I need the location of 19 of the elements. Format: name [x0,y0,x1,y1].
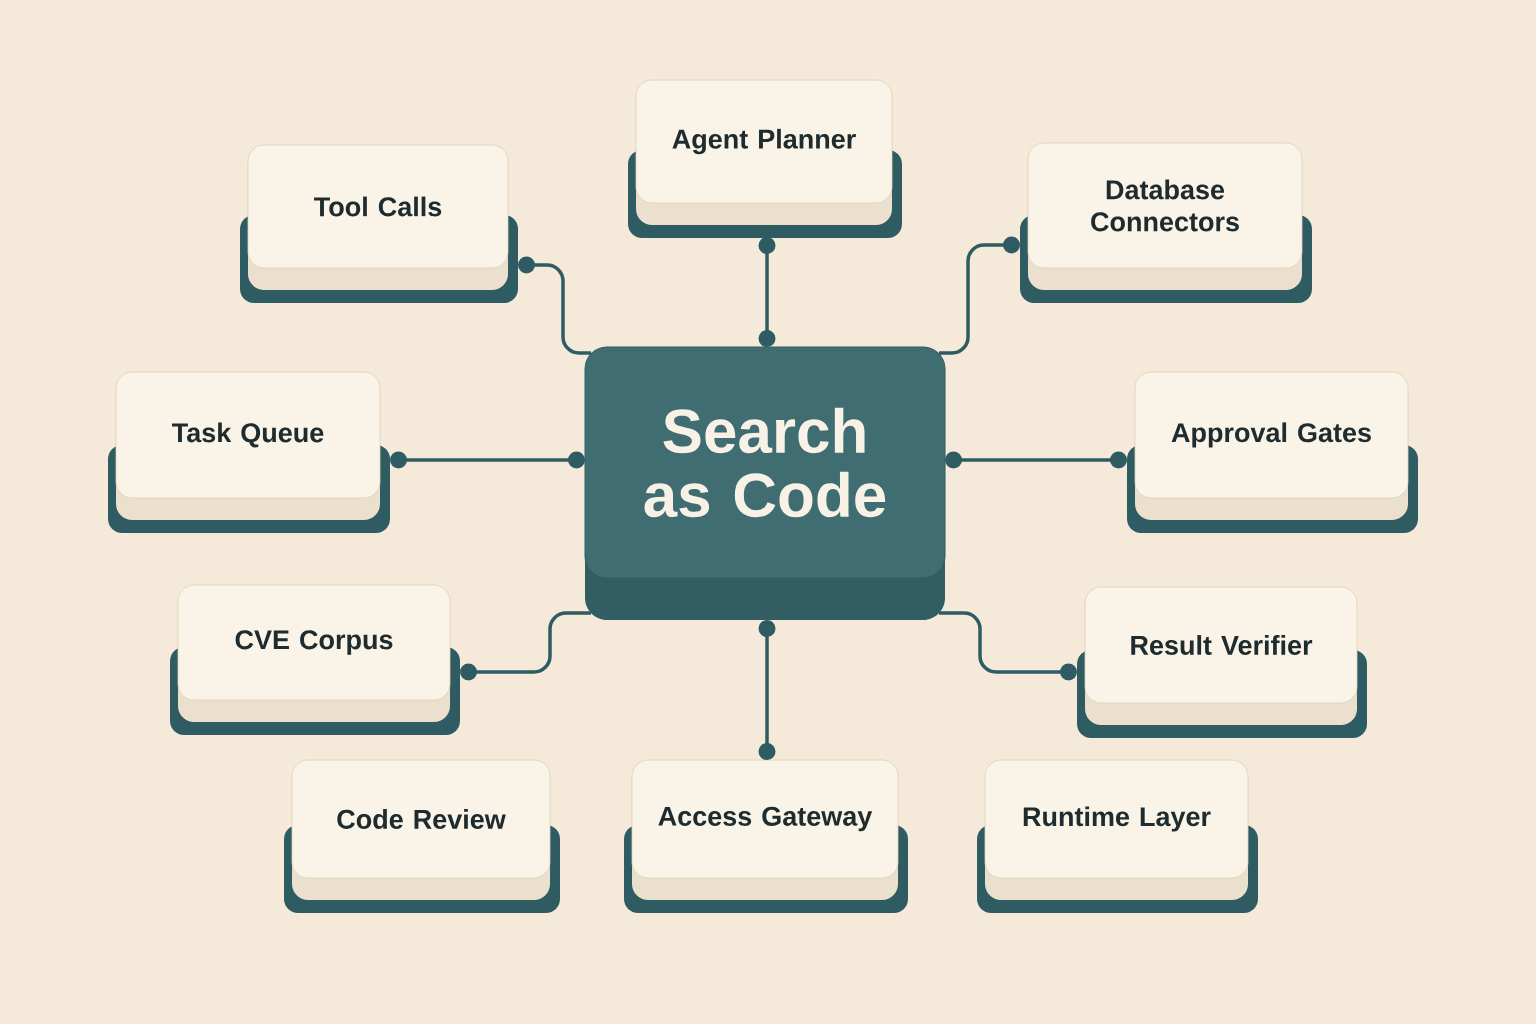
keycap-box: Code Review [284,759,560,913]
connector-line [758,620,776,760]
connector-line [758,237,776,347]
keycap-box: Approval Gates [1127,371,1418,533]
keycap-box: Agent Planner [628,79,902,238]
connector-line [518,256,591,355]
keycap-box: CVE Corpus [170,584,460,735]
keycap-box: Result Verifier [1077,586,1367,738]
keycap-box: Access Gateway [624,759,908,913]
connector-line [945,451,1127,469]
connector-line [460,611,591,681]
connector-line [939,236,1020,355]
main-keycap: Search as Code [584,346,946,620]
keycap-box: Task Queue [108,371,390,533]
keycap-box: Tool Calls [240,144,518,303]
keycap-box: Database Connectors [1020,142,1312,303]
keycap-box: Runtime Layer [977,759,1258,913]
connector-line [390,451,585,469]
connector-line [939,611,1077,681]
